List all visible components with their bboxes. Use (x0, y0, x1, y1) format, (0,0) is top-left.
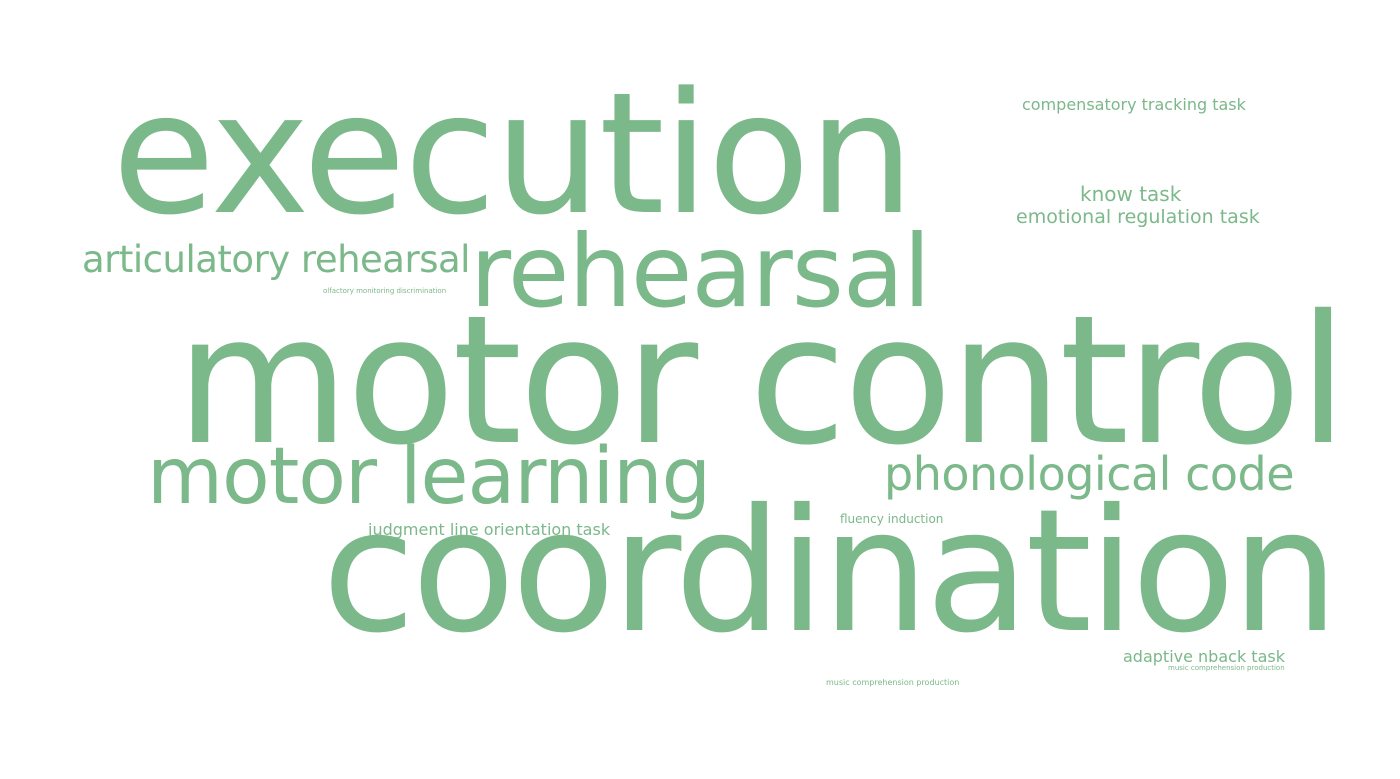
word-music-comprehension-production: music comprehension production (1168, 664, 1285, 672)
word-fluency-induction: fluency induction (840, 512, 944, 526)
word-articulatory-rehearsal: articulatory rehearsal (82, 238, 470, 281)
word-compensatory-tracking-task: compensatory tracking task (1022, 95, 1246, 114)
word-emotional-regulation-task: emotional regulation task (1016, 206, 1260, 228)
word-motor-learning: motor learning (147, 432, 711, 522)
word-execution: execution (112, 56, 915, 252)
word-know-task: know task (1080, 182, 1182, 206)
word-motor-control: motor control (176, 277, 1348, 484)
word-judgment-line-orientation-task: judgment line orientation task (368, 520, 611, 539)
word-music-comprehension-production: music comprehension production (826, 678, 960, 687)
word-coordination: coordination (322, 473, 1339, 671)
word-adaptive-nback-task: adaptive nback task (1123, 647, 1285, 666)
word-rehearsal: rehearsal (470, 213, 931, 330)
word-olfactory-monitoring-discrimination: olfactory monitoring discrimination (323, 287, 447, 295)
word-phonological-code: phonological code (884, 447, 1295, 501)
